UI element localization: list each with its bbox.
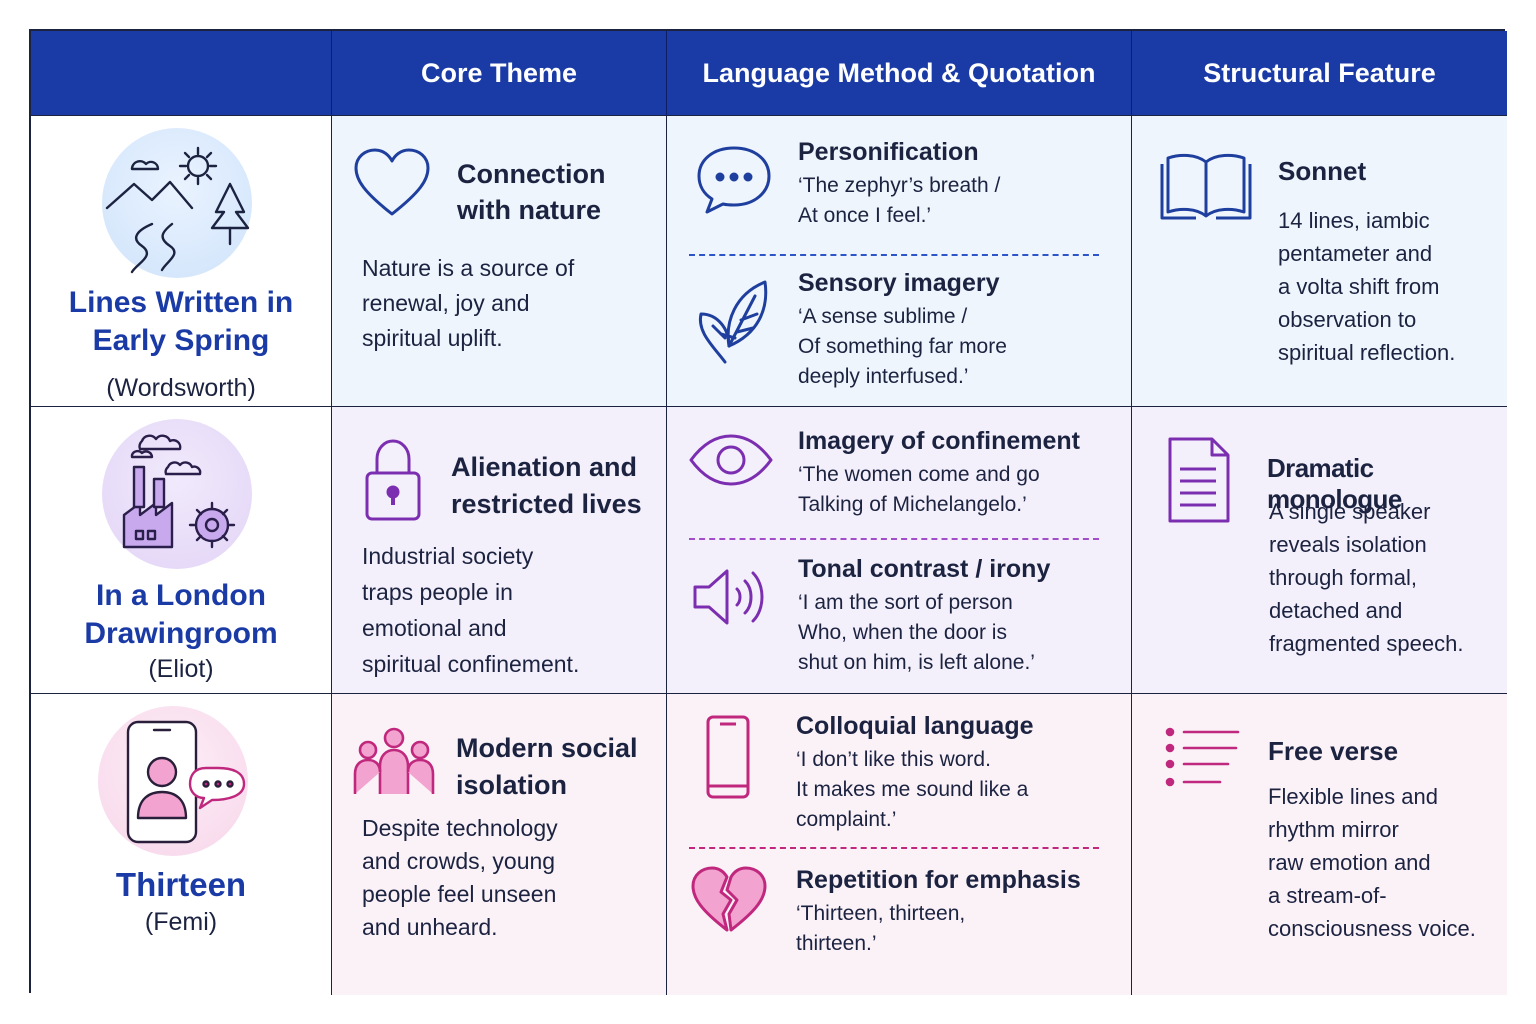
poem-author: (Wordsworth) (106, 374, 256, 402)
heart-icon (354, 148, 430, 218)
theme-description: Despite technology and crowds, young peo… (362, 815, 558, 940)
speaker-icon (691, 565, 771, 629)
poem-title: In a London Drawingroom (84, 579, 278, 650)
poem-cell-femi: Thirteen (Femi) (31, 694, 332, 995)
method-divider (689, 847, 1099, 849)
header-language-method: Language Method & Quotation (667, 31, 1132, 116)
structure-description: Flexible lines and rhythm mirror raw emo… (1268, 784, 1476, 941)
crowd-icon (352, 726, 436, 796)
structure-title: Sonnet (1278, 156, 1367, 186)
factory-icon (102, 419, 252, 569)
structure-description: 14 lines, iambic pentameter and a volta … (1278, 208, 1456, 365)
theme-title: Modern social isolation (456, 733, 638, 800)
theme-title: Alienation and restricted lives (451, 452, 642, 519)
theme-description: Nature is a source of renewal, joy and s… (362, 255, 575, 351)
speech-bubble-icon (695, 144, 773, 216)
poem-cell-wordsworth: Lines Written in Early Spring (Wordswort… (31, 116, 332, 407)
document-icon (1166, 435, 1232, 525)
phone-chat-icon (98, 706, 248, 856)
method-item: Repetition for emphasis ‘Thirteen, thirt… (796, 866, 1081, 955)
header-structural-feature: Structural Feature (1132, 31, 1507, 116)
theme-cell-wordsworth: Connection with nature Nature is a sourc… (332, 116, 667, 407)
method-cell-eliot: Imagery of confinement ‘The women come a… (667, 407, 1132, 694)
open-book-icon (1160, 150, 1252, 222)
structure-cell-eliot: Dramatic monologue A single speaker reve… (1132, 407, 1507, 694)
structure-title: Dramatic monologue (1267, 453, 1402, 514)
theme-cell-eliot: Alienation and restricted lives Industri… (332, 407, 667, 694)
method-item: Sensory imagery ‘A sense sublime / Of so… (798, 269, 1007, 388)
landscape-icon (102, 128, 252, 278)
list-icon (1164, 726, 1240, 792)
theme-cell-femi: Modern social isolation Despite technolo… (332, 694, 667, 995)
poem-title: Lines Written in Early Spring (68, 286, 294, 357)
poem-author: (Eliot) (148, 655, 214, 683)
poetry-comparison-table: Core Theme Language Method & Quotation S… (29, 29, 1507, 995)
structure-cell-wordsworth: Sonnet 14 lines, iambic pentameter and a… (1132, 116, 1507, 407)
method-cell-wordsworth: Personification ‘The zephyr’s breath / A… (667, 116, 1132, 407)
method-item: Tonal contrast / irony ‘I am the sort of… (798, 555, 1051, 674)
method-item: Imagery of confinement ‘The women come a… (798, 427, 1080, 516)
theme-description: Industrial society traps people in emoti… (362, 543, 580, 677)
leaf-icon (695, 276, 769, 366)
header-blank (31, 31, 332, 116)
smartphone-icon (705, 714, 751, 800)
poem-author: (Femi) (144, 908, 218, 936)
header-core-theme: Core Theme (332, 31, 667, 116)
poem-title: Thirteen (115, 866, 247, 903)
structure-description: A single speaker reveals isolation throu… (1269, 499, 1464, 656)
method-item: Personification ‘The zephyr’s breath / A… (798, 138, 1001, 227)
poem-cell-eliot: In a London Drawingroom (Eliot) (31, 407, 332, 694)
method-item: Colloquial language ‘I don’t like this w… (796, 712, 1034, 831)
method-divider (689, 538, 1099, 540)
structure-title: Free verse (1268, 736, 1399, 766)
theme-title: Connection with nature (457, 159, 606, 225)
method-divider (689, 254, 1099, 256)
padlock-icon (364, 437, 422, 523)
method-cell-femi: Colloquial language ‘I don’t like this w… (667, 694, 1132, 995)
broken-heart-icon (691, 866, 767, 934)
structure-cell-femi: Free verse Flexible lines and rhythm mir… (1132, 694, 1507, 995)
eye-icon (689, 433, 773, 487)
